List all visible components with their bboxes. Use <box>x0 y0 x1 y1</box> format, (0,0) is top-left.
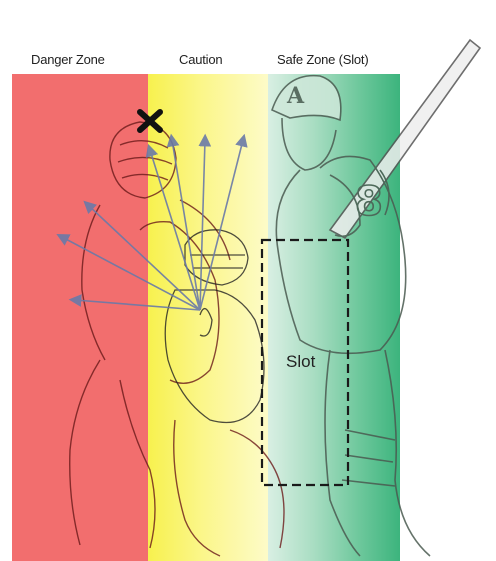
danger-zone-band <box>12 74 148 561</box>
safe-zone-band <box>268 74 400 561</box>
caution-zone-label: Caution <box>179 52 222 67</box>
danger-zone-label: Danger Zone <box>31 52 105 67</box>
slot-label: Slot <box>286 352 315 372</box>
svg-text:A: A <box>286 83 305 109</box>
safe-zone-label: Safe Zone (Slot) <box>277 52 368 67</box>
